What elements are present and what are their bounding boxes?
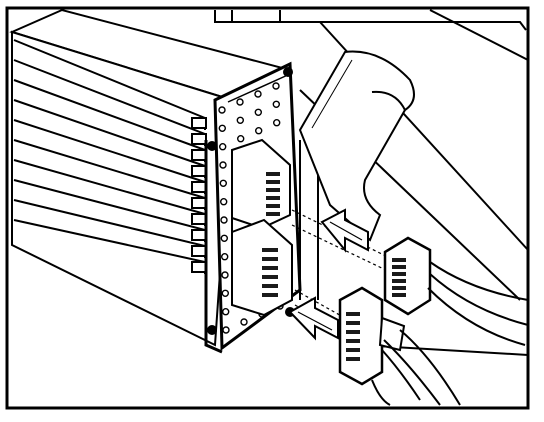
fin-tab [191, 149, 207, 161]
board-hole [221, 308, 230, 316]
board-hole [220, 216, 228, 224]
screw-top-left [207, 141, 217, 151]
connector-pin [262, 293, 278, 297]
board-hole [272, 82, 280, 90]
connector-pin [262, 248, 278, 252]
ribbon-cable [298, 50, 415, 242]
board-hole [236, 98, 244, 106]
screw-top-right [283, 67, 293, 77]
board-hole [254, 108, 262, 117]
connector-pin [346, 330, 360, 334]
board-hole [220, 253, 229, 261]
board-hole [219, 197, 228, 206]
connector-pin [392, 272, 406, 276]
board-hole [254, 90, 262, 98]
connector-pin [392, 279, 406, 283]
board-hole [219, 179, 228, 188]
fin-tab [191, 181, 207, 193]
connector-pin [346, 321, 360, 325]
connector-pin [262, 266, 278, 270]
board-hole [219, 161, 227, 169]
board-hole [272, 100, 280, 109]
connector-pin [346, 357, 360, 361]
board-hole [255, 126, 263, 135]
connector-pin [346, 348, 360, 352]
connector-pin [392, 293, 406, 297]
board-hole [240, 318, 248, 326]
board-hole [221, 289, 230, 297]
connector-pin [392, 258, 406, 262]
fin-tab [191, 213, 207, 225]
connector-pin [266, 212, 280, 216]
connector-pin [262, 284, 278, 288]
fin-tab [191, 245, 207, 257]
insertion-arrow-upper [320, 208, 369, 253]
board-hole [236, 134, 245, 143]
board-hole [220, 234, 229, 243]
fin-tab [191, 261, 207, 273]
fin-tab [191, 117, 207, 129]
board-hole [273, 118, 281, 127]
board-hole [218, 106, 226, 114]
fin-tab [191, 197, 207, 209]
connector-pin [392, 286, 406, 290]
connector-pin [266, 196, 280, 200]
connector-pin [266, 172, 280, 176]
board-hole [221, 271, 229, 279]
connector-pin [266, 188, 280, 192]
connector-pin [266, 180, 280, 184]
board-hole [218, 142, 227, 151]
fin-tab [191, 229, 207, 241]
connector-pin [262, 257, 278, 261]
connector-pin [346, 339, 360, 343]
connector-pin [266, 204, 280, 208]
connector-pin [262, 275, 278, 279]
board-holes [218, 82, 284, 334]
screw-bottom-left [207, 325, 217, 335]
cable-plug-upper [383, 236, 529, 346]
connector-pin [392, 265, 406, 269]
board-hole [222, 326, 230, 334]
board-hole [218, 124, 227, 133]
connector-pin [346, 312, 360, 316]
module-side-face [11, 30, 234, 347]
cable-plug-lower [338, 286, 461, 406]
fin-tab [191, 133, 207, 145]
fin-tab [191, 165, 207, 177]
board-hole [236, 116, 245, 125]
insertion-arrow-lower [288, 296, 339, 341]
